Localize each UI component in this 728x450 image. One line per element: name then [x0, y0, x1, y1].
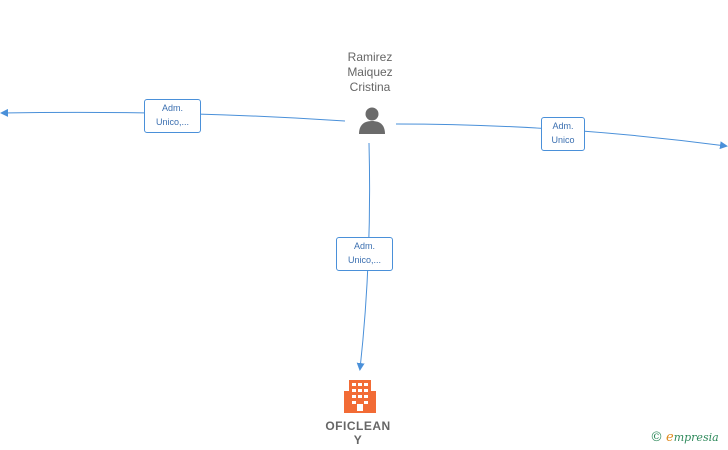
company-name-line: Y: [353, 433, 363, 447]
copyright-symbol: ©: [650, 430, 663, 445]
edge-label-role: Adm.: [552, 121, 574, 131]
edge-label-role: Adm.: [353, 241, 375, 251]
edge-label-down[interactable]: Adm. Unico,...: [336, 237, 393, 271]
person-name-line: Ramirez: [347, 50, 393, 64]
edge-label-role-detail: Unico: [551, 135, 575, 145]
edge-label-role-detail: Unico,...: [155, 117, 189, 127]
brand-initial: e: [666, 430, 674, 445]
brand-name: mpresia: [673, 431, 719, 444]
company-name[interactable]: OFICLEAN Y: [308, 419, 408, 447]
person-icon[interactable]: [357, 106, 387, 139]
edge-label-left[interactable]: Adm. Unico,...: [144, 99, 201, 133]
edge-label-right[interactable]: Adm. Unico: [541, 117, 585, 151]
edge-label-role-detail: Unico,...: [347, 255, 381, 265]
person-name-line: Maiquez: [347, 65, 393, 79]
person-name[interactable]: Ramirez Maiquez Cristina: [320, 50, 420, 95]
person-name-line: Cristina: [349, 80, 391, 94]
building-icon[interactable]: [344, 379, 376, 418]
edge-label-role: Adm.: [161, 103, 183, 113]
brand-watermark: ©empresia: [650, 430, 719, 445]
company-name-line: OFICLEAN: [325, 419, 391, 433]
